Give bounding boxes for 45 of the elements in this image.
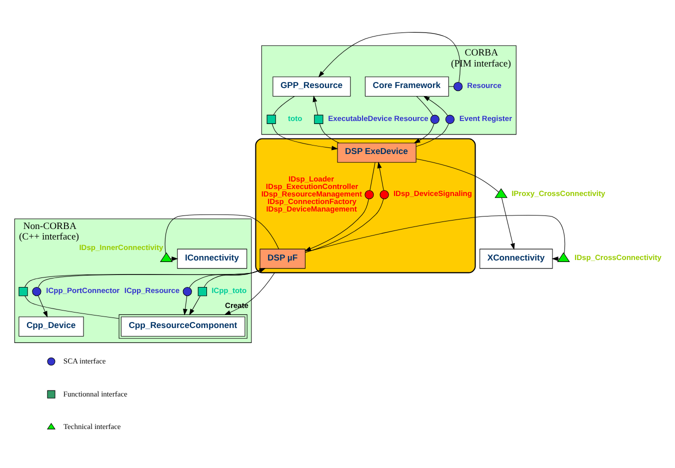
node-box: GPP_Resource	[272, 76, 351, 96]
connector	[416, 158, 499, 192]
arrow	[318, 32, 460, 82]
legend-label: Technical interface	[63, 422, 121, 431]
connector	[319, 122, 340, 143]
arrow	[423, 95, 448, 116]
arrow	[38, 294, 48, 318]
node-circle	[32, 286, 42, 296]
connector	[273, 96, 295, 115]
node-circle	[453, 81, 463, 91]
node-circle	[364, 190, 374, 199]
connector	[416, 96, 434, 116]
node-circle	[445, 114, 455, 124]
node-triangle	[494, 188, 508, 198]
node-box: IConnectivity	[177, 248, 248, 268]
node-circle	[380, 190, 389, 199]
arrow	[304, 198, 369, 251]
arrow	[377, 161, 384, 190]
connector	[24, 295, 120, 318]
node-box: Cpp_Device	[18, 316, 84, 336]
arrow	[182, 295, 188, 315]
legend-label: SCA interface	[63, 356, 106, 366]
arrow	[501, 197, 515, 250]
connector	[189, 268, 265, 288]
node-box: Core Framework	[364, 76, 449, 96]
node-circle	[182, 286, 192, 296]
arrow	[189, 295, 200, 315]
node-box: XConnectivity	[480, 248, 553, 268]
node-circle	[430, 114, 440, 124]
connector	[305, 198, 384, 252]
node-box	[18, 286, 28, 296]
node-box	[266, 114, 276, 124]
connector	[305, 214, 566, 254]
node-box: DSP ExeDevice	[337, 142, 416, 162]
connector	[370, 162, 376, 190]
legend-label: Functionnal interface	[63, 388, 128, 398]
connector	[416, 122, 449, 146]
arrow	[312, 94, 318, 115]
connector	[164, 214, 280, 254]
arrow	[224, 272, 275, 314]
arrow	[414, 122, 434, 143]
node-box: DSP µF	[260, 248, 306, 268]
node-box	[198, 286, 208, 296]
node-box	[314, 114, 324, 124]
arrow	[272, 123, 338, 150]
